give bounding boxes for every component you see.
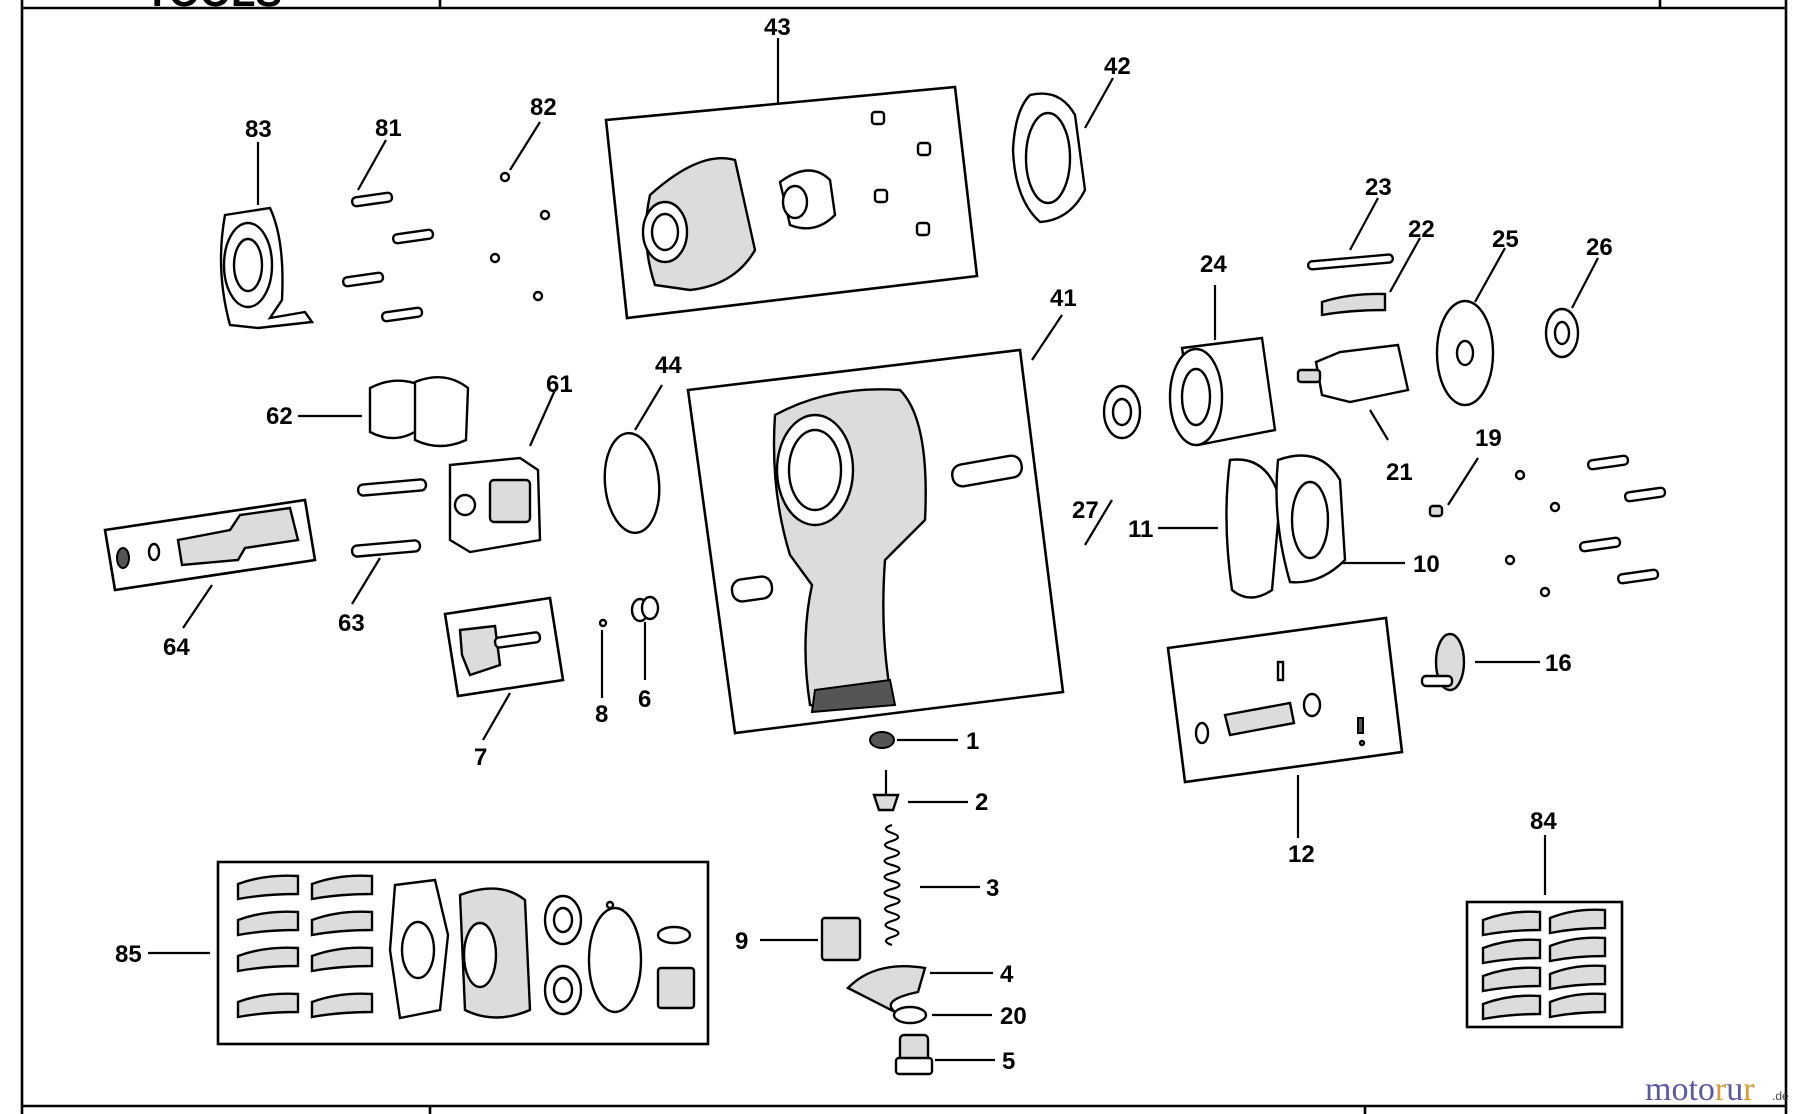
part-group-85 [216,860,710,1046]
callout-21: 21 [1386,459,1413,486]
part-group-43 [604,85,979,320]
loose-parts [219,92,1667,1076]
callout-7: 7 [474,744,487,771]
callout-24: 24 [1200,251,1227,278]
callout-23: 23 [1365,174,1392,201]
callout-43: 43 [764,14,791,41]
watermark: motorur .de [1645,1071,1789,1108]
page-frame: TOOLS [20,0,1788,1114]
callout-41: 41 [1050,285,1077,312]
header-brand-fragment: TOOLS [145,0,282,15]
callout-2: 2 [975,789,988,816]
callout-16: 16 [1545,650,1572,677]
callout-84: 84 [1530,808,1557,835]
callout-12: 12 [1288,841,1315,868]
callout-42: 42 [1104,53,1131,80]
watermark-suffix: .de [1772,1089,1789,1103]
callout-6: 6 [638,686,651,713]
part-group-12 [1166,616,1404,784]
callout-85: 85 [115,941,142,968]
callout-83: 83 [245,116,272,143]
callout-62: 62 [266,403,293,430]
callout-44: 44 [655,352,682,379]
callout-63: 63 [338,610,365,637]
leader-lines [148,38,1599,1062]
callout-27: 27 [1072,497,1099,524]
callout-82: 82 [530,94,557,121]
callout-22: 22 [1408,216,1435,243]
callout-25: 25 [1492,226,1519,253]
callout-26: 26 [1586,234,1613,261]
callout-61: 61 [546,371,573,398]
callout-10: 10 [1413,551,1440,578]
callout-81: 81 [375,115,402,142]
part-group-84 [1465,900,1624,1029]
callout-20: 20 [1000,1003,1027,1030]
part-group-64 [103,498,317,592]
svg-text:motorur: motorur [1645,1071,1755,1108]
callout-9: 9 [735,928,748,955]
callout-11: 11 [1128,516,1153,543]
callout-64: 64 [163,634,190,661]
part-group-7 [443,596,565,698]
callout-1: 1 [966,728,979,755]
callout-19: 19 [1475,425,1502,452]
callout-8: 8 [595,701,608,728]
callout-4: 4 [1000,961,1014,988]
callout-3: 3 [986,875,999,902]
callout-5: 5 [1002,1048,1015,1075]
part-group-41 [686,348,1065,735]
callout-labels: 43 42 83 81 82 23 22 25 26 24 41 44 61 6… [115,14,1613,1075]
